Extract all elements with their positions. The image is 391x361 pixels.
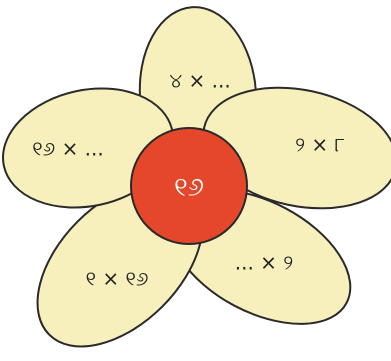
petal-label-right: ୨ × ୮ (295, 133, 345, 157)
petal-label-top: ୪ × ... (169, 69, 230, 93)
petal-label-left: ୧୬ × ... (32, 137, 104, 161)
center-label: ୧୬ (174, 173, 204, 203)
petal-label-bottom-left: ୧ × ୧୬ (86, 267, 149, 291)
petal-label-bottom-right: ... × ୨ (235, 251, 294, 275)
